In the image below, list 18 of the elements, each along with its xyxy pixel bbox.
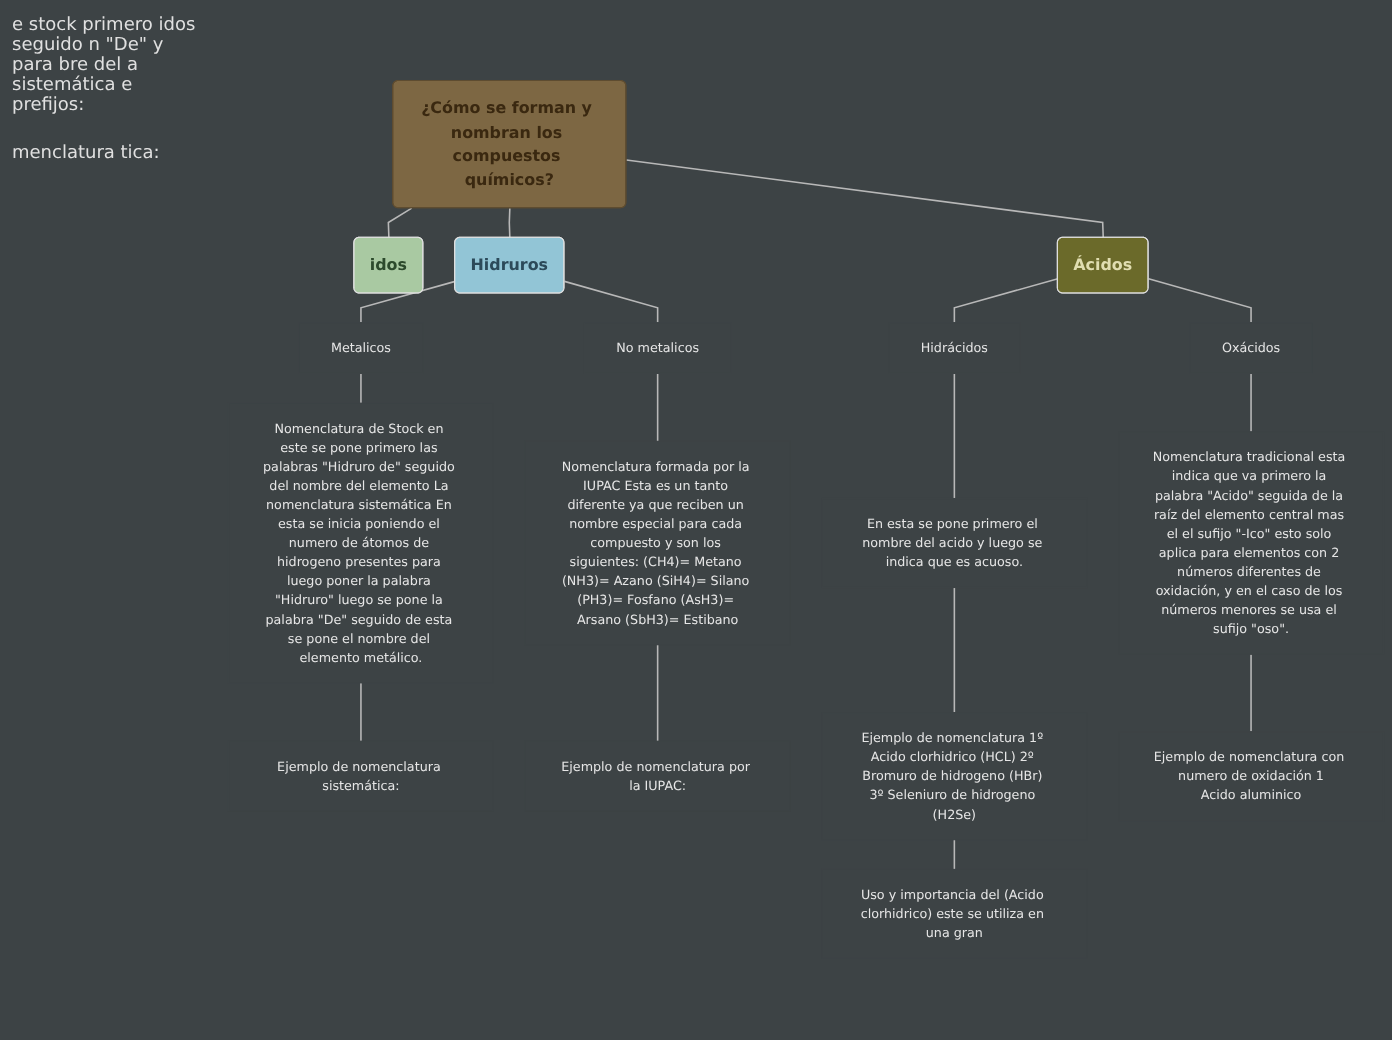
note-text: menclatura tica:	[12, 144, 162, 164]
note-text: e stock primero idos seguido n "De" y para bre del a sistemática e prefijos:	[12, 16, 198, 116]
connector	[656, 644, 659, 743]
connector	[360, 281, 456, 324]
connector	[656, 373, 659, 443]
connector	[953, 839, 956, 871]
connector	[625, 159, 1105, 240]
connector	[953, 373, 956, 500]
connector	[563, 281, 659, 324]
connector	[953, 587, 956, 714]
connector	[1250, 654, 1252, 733]
connector	[387, 207, 413, 240]
connector	[360, 682, 362, 743]
connector	[360, 373, 362, 405]
connector	[508, 207, 511, 240]
connector	[1250, 373, 1252, 434]
connector	[953, 278, 1059, 324]
connector	[1147, 278, 1252, 324]
